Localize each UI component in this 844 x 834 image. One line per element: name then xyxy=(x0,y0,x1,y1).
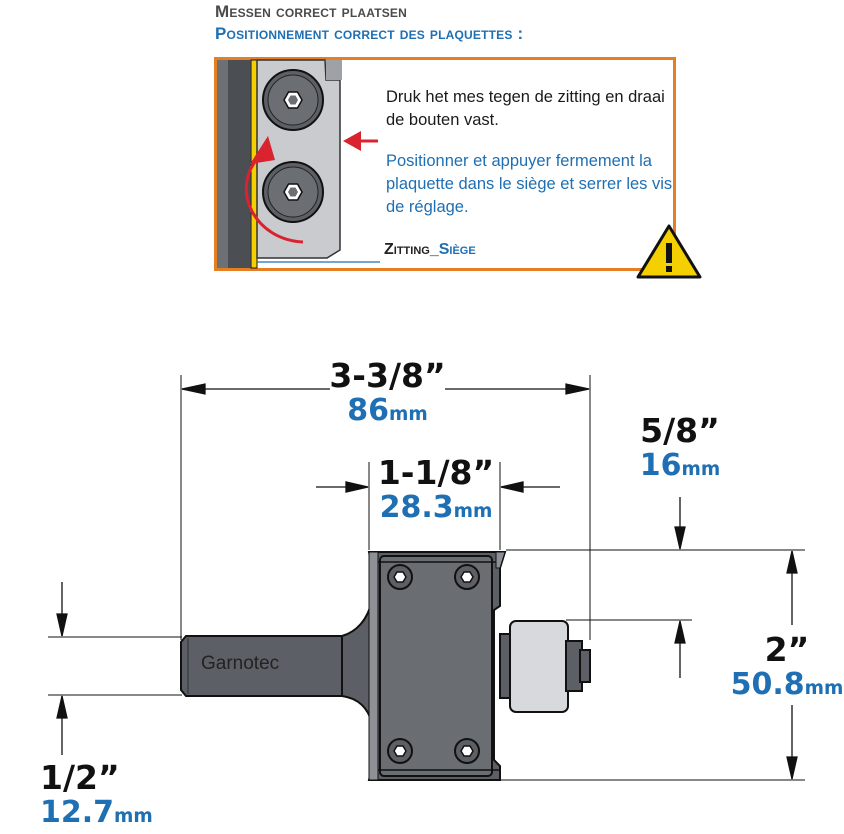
overall-length-label: 3-3/8” 86mm xyxy=(310,358,465,432)
cutting-diameter-mm: 50.8 xyxy=(730,667,805,702)
bearing-offset-label: 5/8” 16mm xyxy=(630,413,730,487)
shank-diameter-label: 1/2” 12.7mm xyxy=(40,760,160,834)
heading-nl: Messen correct plaatsen xyxy=(215,2,408,21)
instruction-fr: Positionner et appuyer fermement la plaq… xyxy=(386,152,673,216)
shank-diameter-inch: 1/2” xyxy=(40,758,120,797)
bearing-offset-unit: mm xyxy=(681,459,721,480)
hex-bolt-icon xyxy=(454,738,480,764)
red-arrow-icon xyxy=(343,131,378,151)
cutting-length-unit: mm xyxy=(453,501,493,522)
overall-length-inch: 3-3/8” xyxy=(329,356,446,395)
seat-label-separator: _ xyxy=(429,241,439,258)
bearing xyxy=(499,620,591,713)
overall-length-unit: mm xyxy=(389,404,428,425)
seat-label: Zitting_Siège xyxy=(384,241,476,259)
cutting-diameter-inch: 2” xyxy=(764,630,810,669)
cutting-diameter-unit: mm xyxy=(804,678,844,699)
bearing-offset-inch: 5/8” xyxy=(640,411,720,450)
red-arrow-icon xyxy=(244,136,304,244)
seat-label-nl: Zitting xyxy=(384,241,430,258)
hex-bolt-icon xyxy=(387,564,413,590)
hex-bolt-icon xyxy=(262,69,324,131)
hex-bolt-icon xyxy=(454,564,480,590)
brand-label: Garnotec xyxy=(201,653,280,674)
instruction-nl: Druk het mes tegen de zitting en draai d… xyxy=(386,88,665,129)
hex-bolt-icon xyxy=(262,161,324,223)
cutter-body xyxy=(367,551,507,781)
shank-diameter-unit: mm xyxy=(114,806,153,827)
seat-label-fr: Siège xyxy=(438,241,476,258)
bearing-offset-mm: 16 xyxy=(639,448,682,483)
shank xyxy=(180,599,373,725)
overall-length-mm: 86 xyxy=(347,393,389,428)
hex-bolt-icon xyxy=(387,738,413,764)
cutting-diameter-label: 2” 50.8mm xyxy=(727,632,844,706)
cutting-length-mm: 28.3 xyxy=(379,490,454,525)
cutting-length-inch: 1-1/8” xyxy=(377,453,495,492)
warning-icon xyxy=(636,224,702,279)
shank-diameter-mm: 12.7 xyxy=(40,795,115,830)
cutting-length-label: 1-1/8” 28.3mm xyxy=(366,455,506,529)
heading-fr: Positionnement correct des plaquettes : xyxy=(215,24,524,43)
